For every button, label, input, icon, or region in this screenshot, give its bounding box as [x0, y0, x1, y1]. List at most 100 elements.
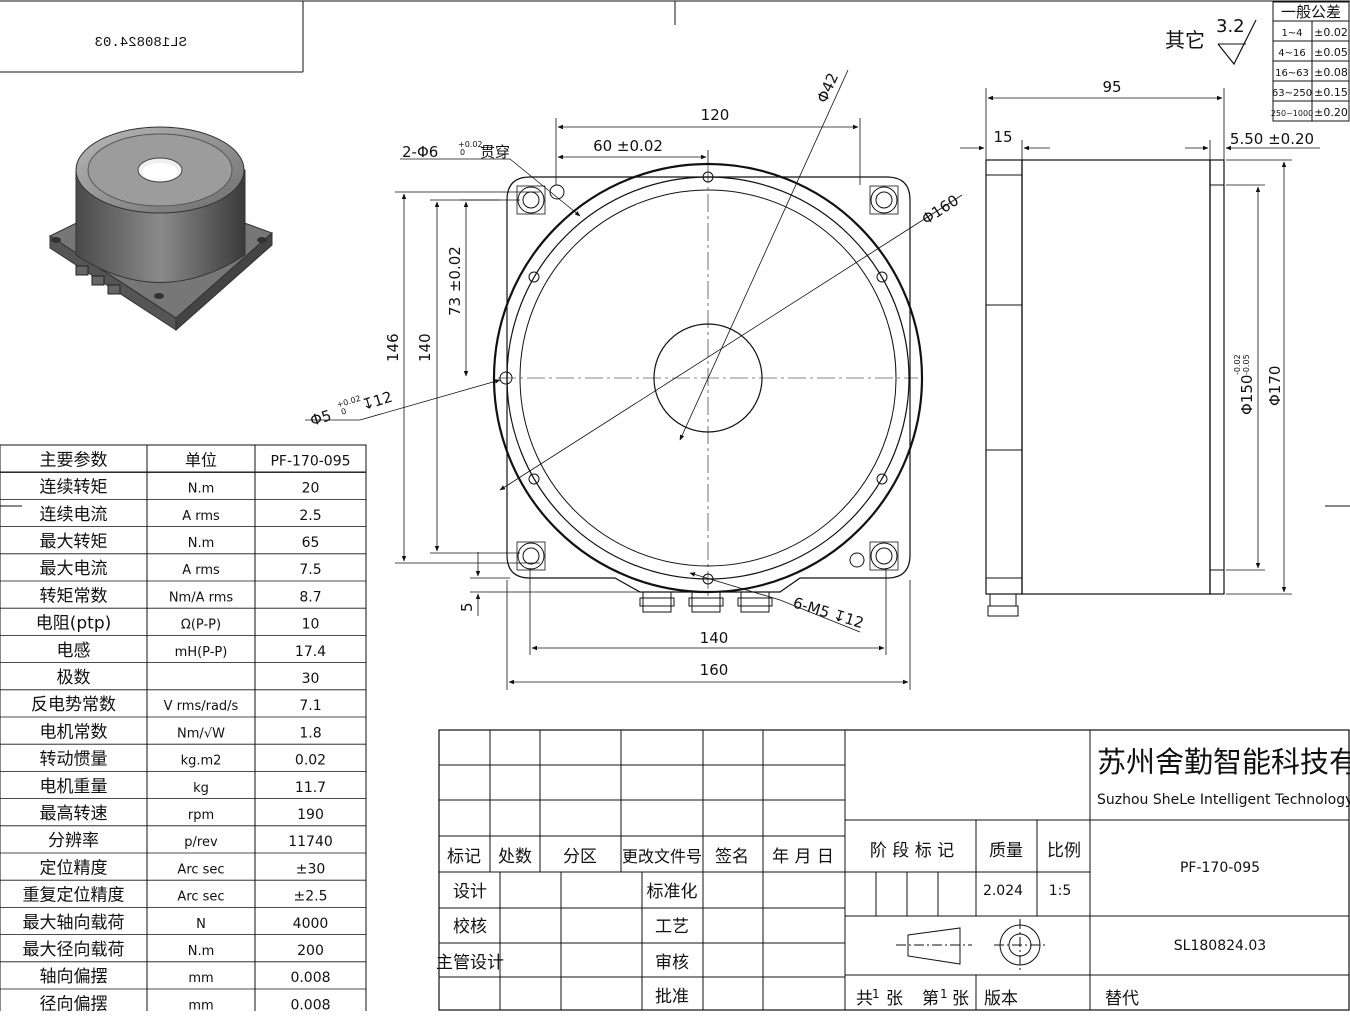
- svg-text:共: 共: [856, 989, 873, 1009]
- surface-finish: 其它 3.2: [1165, 16, 1257, 66]
- params-name-cell: 极数: [57, 668, 91, 688]
- front-dimension-texts: 120 60 ±0.02 2-Φ6 +0.02 0 贯穿 Φ42 Φ160 14…: [308, 70, 962, 679]
- svg-text:Φ5: Φ5: [308, 406, 334, 429]
- svg-text:6-M5: 6-M5: [791, 594, 832, 622]
- surface-finish-value: 3.2: [1216, 16, 1245, 37]
- svg-text:设计: 设计: [453, 882, 487, 902]
- params-unit-cell: N.m: [188, 536, 215, 551]
- params-unit-cell: kg.m2: [181, 754, 222, 769]
- drawing-number: SL180824.03: [1174, 938, 1266, 954]
- params-name-cell: 最高转速: [40, 804, 108, 824]
- svg-text:±0.02: ±0.02: [1314, 26, 1348, 39]
- params-unit-cell: Ω(P-P): [181, 618, 221, 633]
- dim-15: 15: [993, 128, 1012, 146]
- svg-text:-0.05: -0.05: [1242, 354, 1251, 375]
- params-unit-cell: Arc sec: [177, 890, 224, 905]
- params-value-cell: ±2.5: [294, 889, 328, 905]
- params-value-cell: 0.02: [295, 753, 326, 769]
- svg-text:第: 第: [922, 989, 939, 1009]
- params-value-cell: 11.7: [295, 780, 326, 796]
- svg-text:主管设计: 主管设计: [436, 953, 504, 973]
- params-name-cell: 连续转矩: [40, 478, 108, 498]
- svg-text:2.024: 2.024: [983, 883, 1023, 899]
- params-unit-cell: Nm/A rms: [169, 590, 234, 605]
- svg-text:替代: 替代: [1105, 989, 1139, 1009]
- dim-dia170: Φ170: [1266, 366, 1284, 406]
- params-name-cell: 分辨率: [48, 831, 99, 851]
- dim-5-50: 5.50 ±0.20: [1230, 130, 1314, 148]
- svg-text:标记: 标记: [447, 847, 481, 867]
- params-unit-cell: mm: [188, 971, 213, 986]
- params-value-cell: 8.7: [299, 589, 321, 605]
- svg-text:±0.08: ±0.08: [1314, 66, 1348, 79]
- params-unit-cell: N.m: [188, 944, 215, 959]
- svg-text:4~16: 4~16: [1278, 48, 1305, 59]
- svg-text:批准: 批准: [655, 987, 689, 1007]
- params-value-cell: 20: [302, 481, 320, 497]
- front-view: [492, 69, 963, 613]
- svg-text:校核: 校核: [453, 917, 487, 937]
- params-unit-cell: mm: [188, 998, 213, 1011]
- svg-text:工艺: 工艺: [655, 917, 689, 937]
- params-unit-cell: mH(P-P): [175, 645, 228, 660]
- params-value-cell: 30: [302, 671, 320, 687]
- dim-160h: 160: [700, 661, 729, 679]
- params-unit-cell: Arc sec: [177, 862, 224, 877]
- motor-3d-render: [48, 126, 273, 332]
- svg-text:12: 12: [842, 609, 866, 632]
- params-value-cell: ±30: [296, 861, 326, 877]
- dim-dia160: Φ160: [918, 191, 962, 228]
- params-name-cell: 转矩常数: [40, 586, 108, 606]
- svg-text:签名: 签名: [715, 847, 749, 867]
- params-unit-cell: N: [196, 917, 206, 932]
- company-cn: 苏州舍勤智能科技有限公司: [1097, 745, 1350, 779]
- dim-146: 146: [384, 333, 402, 362]
- title-block-texts: 苏州舍勤智能科技有限公司 Suzhou SheLe Intelligent Te…: [436, 745, 1350, 1009]
- svg-text:+0.02: +0.02: [458, 140, 483, 149]
- dim-120: 120: [701, 106, 730, 124]
- surface-finish-label: 其它: [1165, 28, 1205, 52]
- params-name-cell: 定位精度: [40, 858, 108, 878]
- dim-dia42: Φ42: [813, 70, 842, 106]
- params-name-cell: 最大轴向载荷: [23, 913, 125, 933]
- params-name-cell: 电机常数: [40, 722, 108, 742]
- side-view: [985, 159, 1225, 617]
- label-dia150: Φ150 -0.02 -0.05: [1233, 354, 1256, 415]
- svg-text:±0.15: ±0.15: [1314, 86, 1348, 99]
- params-value-cell: 7.5: [299, 562, 321, 578]
- corner-stamp: SL180824.03: [95, 35, 187, 51]
- svg-text:±0.05: ±0.05: [1314, 46, 1348, 59]
- tolerance-table: 一般公差 1~4 ±0.02 4~16 ±0.05 16~63 ±0.08 63…: [1271, 1, 1350, 122]
- label-m5: 6-M5 ↧ 12: [791, 594, 866, 633]
- params-name-cell: 最大径向载荷: [23, 940, 125, 960]
- params-name-cell: 最大转矩: [40, 532, 108, 552]
- svg-text:16~63: 16~63: [1275, 68, 1309, 79]
- params-value-cell: 1.8: [299, 725, 321, 741]
- tolerance-title: 一般公差: [1281, 3, 1341, 21]
- svg-text:标准化: 标准化: [647, 882, 698, 902]
- params-unit-cell: A rms: [182, 563, 220, 578]
- svg-text:更改文件号: 更改文件号: [622, 847, 702, 866]
- params-name-cell: 轴向偏摆: [40, 967, 108, 987]
- params-header-cell: PF-170-095: [270, 453, 350, 469]
- dim-140v: 140: [416, 333, 434, 362]
- params-value-cell: 190: [297, 807, 324, 823]
- params-name-cell: 连续电流: [40, 505, 108, 525]
- params-value-cell: 65: [302, 535, 320, 551]
- params-name-cell: 电机重量: [40, 777, 108, 797]
- svg-text:1: 1: [940, 987, 948, 1001]
- svg-text:2-Φ6: 2-Φ6: [402, 143, 438, 161]
- params-unit-cell: Nm/√W: [177, 726, 225, 741]
- svg-text:±0.20: ±0.20: [1314, 106, 1348, 119]
- params-value-cell: 200: [297, 943, 324, 959]
- svg-text:张: 张: [886, 989, 903, 1009]
- frame-lines: [0, 0, 1350, 507]
- params-unit-cell: kg: [193, 781, 209, 796]
- svg-text:-0.02: -0.02: [1233, 354, 1242, 375]
- roughness-symbol-icon: [1217, 19, 1257, 66]
- svg-text:阶 段 标 记: 阶 段 标 记: [870, 841, 954, 861]
- params-name-cell: 电阻(ptp): [36, 614, 112, 634]
- svg-text:1: 1: [872, 987, 880, 1001]
- svg-text:张: 张: [952, 989, 969, 1009]
- params-unit-cell: N.m: [188, 482, 215, 497]
